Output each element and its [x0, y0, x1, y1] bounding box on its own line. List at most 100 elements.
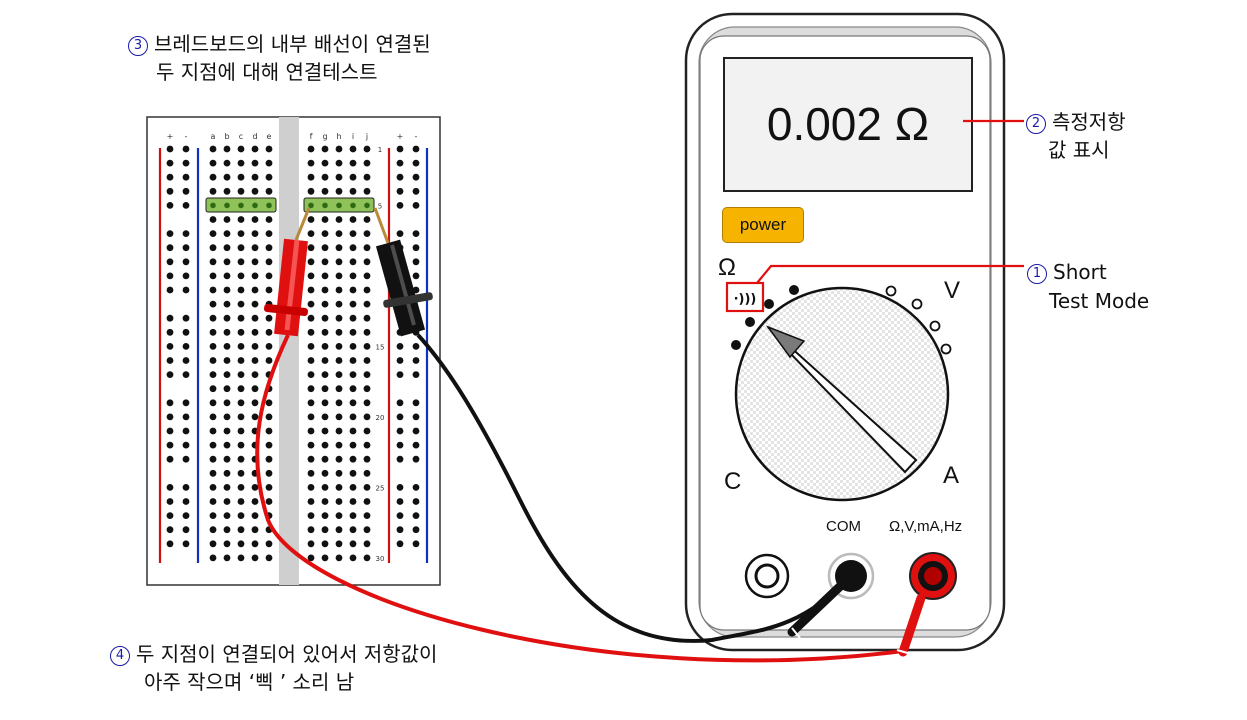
terminal-hole: [307, 230, 315, 238]
terminal-hole: [321, 399, 329, 407]
terminal-hole: [307, 385, 315, 393]
terminal-hole: [363, 357, 371, 364]
dial-label-ohm: Ω: [718, 254, 736, 281]
terminal-hole: [321, 314, 329, 322]
terminal-hole: [209, 455, 217, 463]
rail-hole: [182, 286, 190, 294]
terminal-hole: [349, 159, 357, 167]
black-probe-tip: [373, 207, 390, 244]
rail-hole: [166, 328, 174, 336]
rail-hole: [182, 484, 190, 491]
terminal-hole: [349, 286, 357, 294]
rail-hole: [182, 145, 190, 153]
terminal-hole: [335, 385, 343, 393]
terminal-hole: [237, 455, 245, 463]
rail-hole: [412, 526, 420, 534]
terminal-hole: [223, 145, 231, 153]
terminal-hole: [349, 385, 357, 393]
jack-main[interactable]: [909, 552, 957, 600]
terminal-hole: [335, 413, 343, 421]
rail-label: +: [397, 132, 404, 141]
terminal-hole: [237, 159, 245, 167]
rail-hole: [182, 258, 190, 266]
terminal-hole: [209, 371, 217, 378]
terminal-hole: [321, 244, 329, 252]
terminal-hole: [265, 484, 273, 491]
terminal-hole: [265, 357, 273, 364]
column-label: f: [310, 132, 313, 141]
terminal-hole: [209, 399, 217, 407]
terminal-hole: [251, 230, 259, 238]
terminal-hole: [209, 244, 217, 252]
terminal-hole: [251, 272, 259, 280]
terminal-hole: [307, 455, 315, 463]
terminal-hole: [335, 343, 343, 350]
terminal-hole: [265, 469, 273, 477]
row-number: 25: [376, 484, 385, 492]
dial-tick: [885, 285, 897, 297]
dial-tick: [731, 340, 741, 350]
annotation-text: 두 지점에 대해 연결테스트: [156, 60, 378, 84]
black-probe-body: [375, 239, 426, 337]
terminal-hole: [265, 328, 273, 336]
rail-hole: [412, 512, 420, 519]
terminal-hole: [251, 512, 259, 519]
rail-hole: [412, 413, 420, 421]
terminal-hole: [251, 371, 259, 378]
rail-hole: [182, 526, 190, 534]
terminal-hole: [335, 357, 343, 364]
terminal-hole: [237, 343, 245, 350]
rail-hole: [396, 343, 404, 350]
red-lead-wire: [255, 334, 904, 663]
terminal-hole: [335, 244, 343, 252]
terminal-hole: [209, 357, 217, 364]
rail-hole: [412, 258, 420, 266]
terminal-hole: [209, 427, 217, 435]
terminal-hole: [209, 484, 217, 491]
terminal-hole: [223, 272, 231, 280]
jack-unused[interactable]: [744, 553, 790, 599]
terminal-hole: [307, 300, 315, 308]
terminal-hole: [349, 314, 357, 322]
terminal-hole: [349, 469, 357, 477]
terminal-hole: [363, 159, 371, 167]
terminal-hole: [237, 244, 245, 252]
terminal-hole: [223, 159, 231, 167]
terminal-hole: [335, 300, 343, 308]
terminal-hole: [237, 272, 245, 280]
terminal-hole: [363, 413, 371, 421]
terminal-hole: [223, 343, 231, 350]
rail-hole: [166, 427, 174, 435]
terminal-hole: [223, 357, 231, 364]
terminal-hole: [307, 244, 315, 252]
terminal-hole: [209, 145, 217, 153]
rail-hole: [166, 272, 174, 280]
rail-hole: [396, 540, 404, 548]
terminal-hole: [363, 258, 371, 266]
meter-reading: 0.002 Ω: [766, 98, 930, 150]
rail-hole: [396, 399, 404, 407]
terminal-hole: [349, 258, 357, 266]
terminal-hole: [335, 441, 343, 449]
red-probe-guard: [263, 304, 309, 316]
terminal-hole: [349, 328, 357, 336]
rail-hole: [396, 512, 404, 519]
red-test-lead[interactable]: [255, 207, 926, 663]
terminal-hole: [237, 385, 245, 393]
row-number: 1: [378, 146, 382, 154]
terminal-hole: [307, 159, 315, 167]
rail-hole: [396, 187, 404, 195]
black-test-lead[interactable]: [373, 207, 856, 643]
terminal-hole: [349, 498, 357, 505]
power-button[interactable]: power: [722, 207, 804, 243]
terminal-hole: [363, 244, 371, 252]
highlight-holes: [210, 202, 370, 209]
terminal-hole: [363, 272, 371, 280]
terminal-hole: [363, 554, 371, 562]
black-probe-highlight: [390, 244, 416, 326]
terminal-hole: [349, 540, 357, 548]
terminal-hole: [251, 498, 259, 505]
